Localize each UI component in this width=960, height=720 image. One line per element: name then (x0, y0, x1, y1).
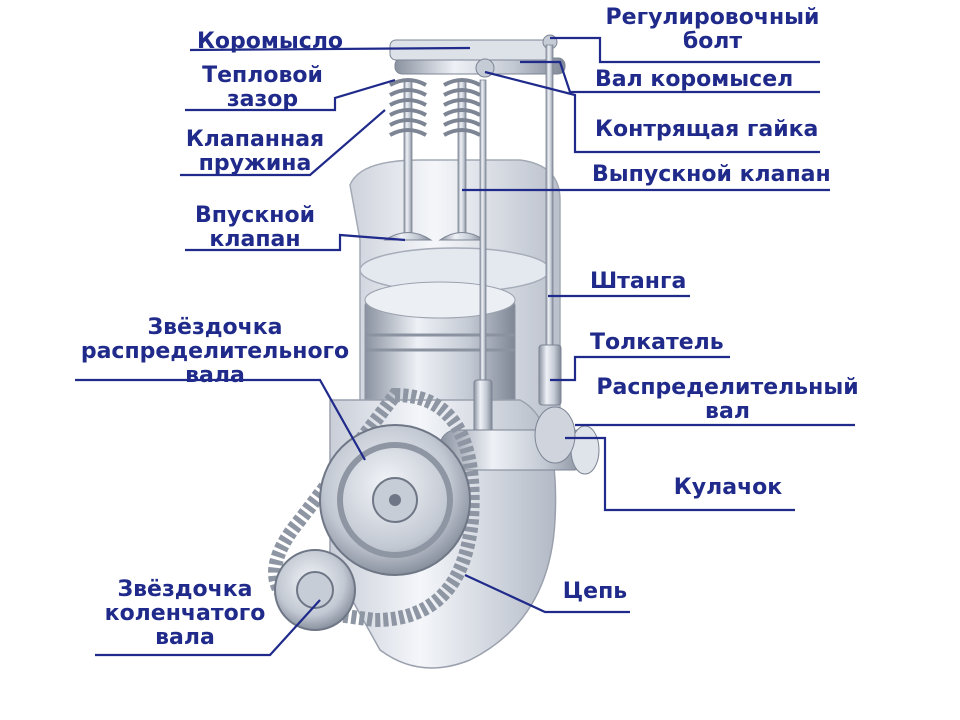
leader-intake-valve (185, 233, 406, 252)
leader-cam-lobe (565, 436, 795, 512)
leader-lines (75, 36, 855, 657)
label-exhaust-valve: Выпускной клапан (592, 162, 831, 187)
leader-rocker-shaft (520, 60, 820, 94)
label-valve-clearance: Тепловой зазор (202, 63, 323, 112)
inner-pushrod (473, 79, 493, 441)
leader-camshaft-sprocket (75, 378, 366, 461)
leader-crankshaft-sprocket (95, 599, 321, 657)
label-valve-spring: Клапанная пружина (185, 127, 325, 176)
label-pushrod: Штанга (590, 269, 687, 294)
leader-tappet (550, 355, 730, 382)
label-camshaft-sprocket: Звёздочка распределительного вала (80, 315, 350, 388)
leader-chain (464, 574, 630, 614)
crankshaft-sprocket (274, 549, 356, 631)
camshaft-sprocket (319, 424, 471, 576)
leader-valve-clearance (185, 78, 396, 112)
camshaft (439, 406, 600, 475)
label-adjusting-bolt: Регулировочный болт (605, 5, 820, 54)
label-tappet: Толкатель (590, 330, 724, 355)
label-cam-lobe: Кулачок (673, 475, 783, 500)
label-crankshaft-sprocket: Звёздочка коленчатого вала (104, 577, 266, 650)
rocker-assembly (389, 34, 566, 78)
piston (364, 281, 516, 411)
label-rocker-arm: Коромысло (196, 29, 344, 54)
leader-adjusting-bolt (550, 36, 820, 64)
label-rocker-shaft: Вал коромысел (595, 67, 794, 92)
leader-valve-spring (180, 109, 386, 177)
pushrod (538, 44, 562, 406)
valve-springs (389, 78, 481, 137)
leader-lock-nut (484, 70, 820, 154)
label-lock-nut: Контрящая гайка (595, 117, 819, 142)
label-camshaft: Распределительный вал (596, 375, 859, 424)
leader-rocker-arm (189, 46, 471, 52)
label-intake-valve: Впускной клапан (194, 203, 315, 252)
label-chain: Цепь (562, 579, 628, 604)
